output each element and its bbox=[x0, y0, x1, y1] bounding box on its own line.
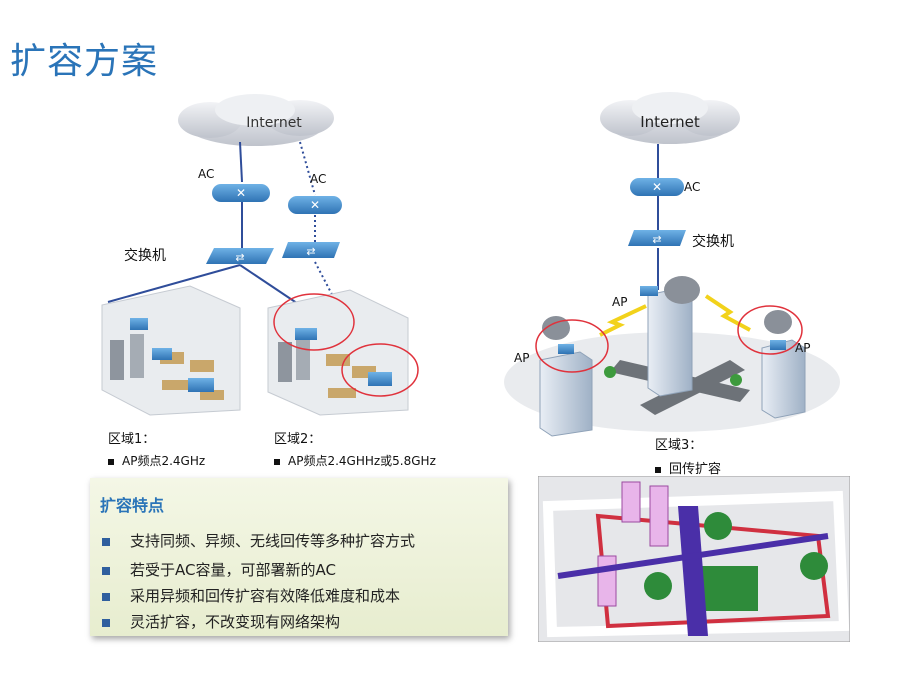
bullet-icon bbox=[102, 537, 110, 546]
office-building-illustration bbox=[101, 285, 241, 416]
tree-icon bbox=[604, 366, 616, 378]
ap-label-1: AP bbox=[612, 295, 627, 309]
ac-router-icon: ✕ bbox=[288, 196, 342, 214]
highlight-circle bbox=[737, 305, 803, 355]
right-cloud-label: Internet bbox=[640, 113, 700, 131]
tree-icon bbox=[730, 374, 742, 386]
feature-text: 灵活扩容，不改变现有网络架构 bbox=[130, 613, 341, 631]
switch-icon: ⇄ bbox=[628, 230, 686, 246]
zone1-item-text: AP频点2.4GHz bbox=[122, 454, 206, 468]
internet-cloud-icon bbox=[178, 94, 334, 146]
building-icon bbox=[539, 351, 593, 437]
left-switch-label: 交换机 bbox=[124, 247, 166, 264]
bullet-icon bbox=[102, 566, 110, 575]
right-switch-label: 交换机 bbox=[692, 233, 734, 250]
office-building-illustration bbox=[267, 289, 409, 416]
zone2-item-text: AP频点2.4GHHz或5.8GHz bbox=[288, 454, 436, 468]
building-icon bbox=[647, 287, 693, 397]
zone1-title: 区域1： bbox=[108, 432, 156, 447]
bullet-icon bbox=[655, 466, 661, 473]
features-title: 扩容特点 bbox=[100, 496, 165, 515]
ac-router-icon: ✕ bbox=[212, 184, 270, 202]
features-panel: 扩容特点 支持同频、异频、无线回传等多种扩容方式 若受于AC容量，可部署新的AC… bbox=[90, 478, 508, 636]
ac-label-1: AC bbox=[198, 167, 214, 181]
right-network-diagram: Internet ✕ AC ⇄ 交换机 AP AP AP bbox=[504, 92, 840, 437]
ap-label-3: AP bbox=[795, 341, 810, 355]
access-point-icon bbox=[770, 340, 786, 350]
satellite-dish-icon bbox=[542, 276, 792, 340]
zone2-title: 区域2： bbox=[274, 432, 322, 447]
internet-cloud-icon bbox=[600, 92, 740, 144]
building-icon bbox=[761, 339, 806, 419]
city-map-image bbox=[538, 476, 850, 642]
bullet-icon bbox=[102, 592, 110, 601]
zone2-item: AP频点2.4GHHz或5.8GHz bbox=[274, 452, 436, 469]
feature-item: 采用异频和回传扩容有效降低难度和成本 bbox=[102, 585, 400, 606]
switch-icon: ⇄ bbox=[282, 242, 340, 258]
wireless-link-icon bbox=[599, 304, 647, 337]
zone3-item: 回传扩容 bbox=[655, 458, 721, 477]
ap-label-2: AP bbox=[514, 351, 529, 365]
svg-text:✕: ✕ bbox=[236, 186, 246, 200]
bullet-icon bbox=[274, 458, 280, 465]
svg-text:✕: ✕ bbox=[310, 198, 320, 212]
highlight-circle bbox=[341, 343, 419, 397]
page-title: 扩容方案 bbox=[10, 41, 159, 82]
svg-text:✕: ✕ bbox=[652, 180, 662, 194]
highlight-circle bbox=[535, 319, 609, 373]
bullet-icon bbox=[108, 458, 114, 465]
switch-icon: ⇄ bbox=[206, 248, 274, 264]
feature-item: 支持同频、异频、无线回传等多种扩容方式 bbox=[102, 530, 415, 551]
zone3-item-text: 回传扩容 bbox=[669, 462, 722, 477]
svg-text:⇄: ⇄ bbox=[235, 251, 244, 264]
feature-text: 支持同频、异频、无线回传等多种扩容方式 bbox=[130, 532, 416, 550]
feature-item: 若受于AC容量，可部署新的AC bbox=[102, 559, 336, 580]
left-cloud-label: Internet bbox=[246, 115, 302, 131]
access-point-icon bbox=[558, 344, 574, 354]
feature-text: 若受于AC容量，可部署新的AC bbox=[130, 561, 336, 579]
right-ac-label: AC bbox=[684, 180, 700, 194]
access-point-icon bbox=[640, 286, 658, 296]
ac-label-2: AC bbox=[310, 172, 326, 186]
left-network-diagram: Internet ✕ AC ✕ AC ⇄ ⇄ 交换机 bbox=[101, 94, 419, 416]
zone3-title: 区域3： bbox=[655, 438, 703, 453]
wireless-link-icon bbox=[704, 294, 751, 332]
feature-text: 采用异频和回传扩容有效降低难度和成本 bbox=[130, 587, 401, 605]
highlight-circle bbox=[273, 293, 355, 351]
feature-item: 灵活扩容，不改变现有网络架构 bbox=[102, 611, 340, 632]
bullet-icon bbox=[102, 618, 110, 627]
ac-router-icon: ✕ bbox=[630, 178, 684, 196]
svg-text:⇄: ⇄ bbox=[652, 233, 661, 246]
svg-text:⇄: ⇄ bbox=[306, 245, 315, 258]
zone1-item: AP频点2.4GHz bbox=[108, 452, 205, 469]
